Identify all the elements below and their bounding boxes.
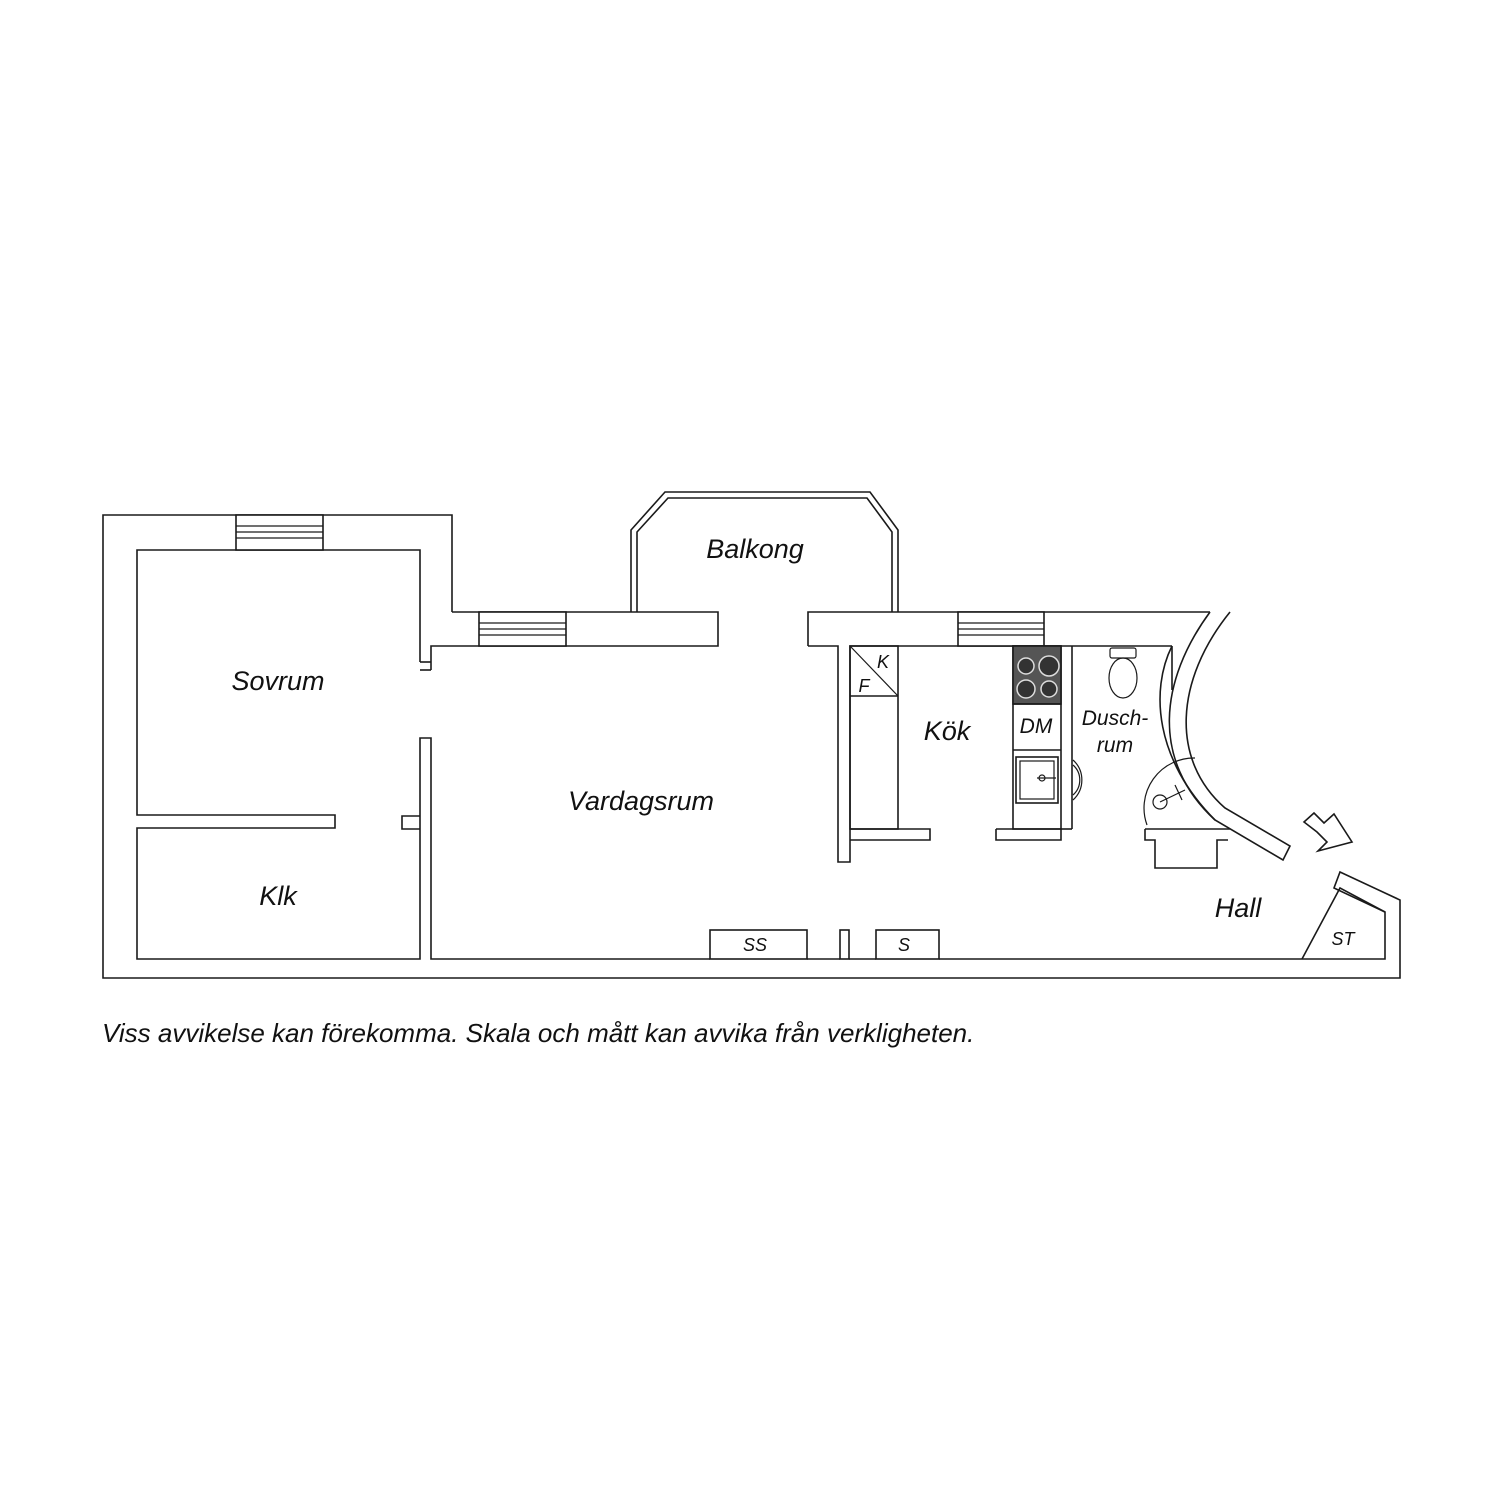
outer-walls <box>102 514 1401 979</box>
window-bedroom <box>235 514 324 551</box>
label-dishwasher: DM <box>1020 715 1053 738</box>
label-storage-st: ST <box>1331 929 1356 949</box>
disclaimer-text: Viss avvikelse kan förekomma. Skala och … <box>102 1018 975 1048</box>
label-vardagsrum: Vardagsrum <box>568 786 714 816</box>
label-duschrum-2: rum <box>1097 734 1133 757</box>
label-wardrobe-ss: SS <box>743 935 767 955</box>
window-kitchen <box>957 611 1045 647</box>
label-klk: Klk <box>259 881 298 911</box>
label-duschrum-1: Dusch- <box>1082 707 1149 730</box>
label-freezer: F <box>859 676 871 696</box>
shower-room <box>1061 611 1292 869</box>
entrance-arrow-icon <box>1302 811 1354 853</box>
label-wardrobe-s: S <box>898 935 910 955</box>
window-living <box>478 611 567 647</box>
label-balkong: Balkong <box>706 534 804 564</box>
wardrobes <box>709 929 1302 960</box>
label-hall: Hall <box>1215 893 1263 923</box>
label-fridge: K <box>877 652 890 672</box>
kitchen <box>849 645 1062 841</box>
label-sovrum: Sovrum <box>231 666 324 696</box>
label-kok: Kök <box>924 716 972 746</box>
balcony <box>630 491 899 612</box>
storage-st <box>1301 886 1386 960</box>
